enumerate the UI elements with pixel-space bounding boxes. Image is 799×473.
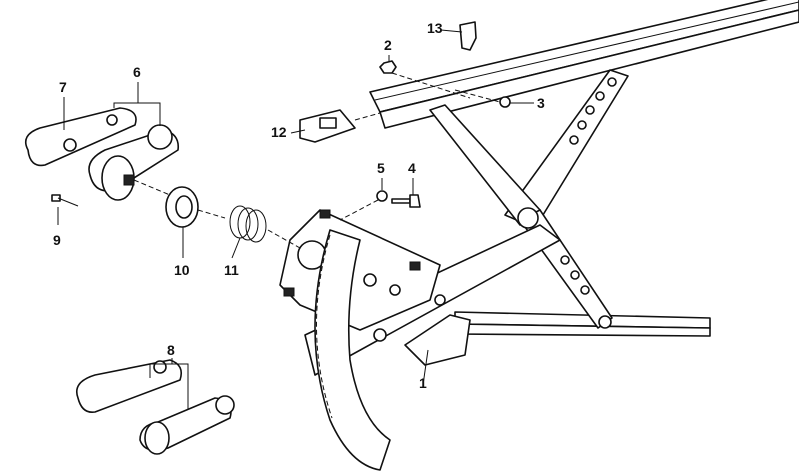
handle-8	[76, 359, 235, 455]
callout-8: 8	[167, 342, 175, 358]
callout-12: 12	[271, 124, 287, 140]
clip-13	[459, 21, 477, 51]
leader-lines	[57, 29, 534, 410]
callout-6: 6	[133, 64, 141, 80]
lower-guide-rail	[454, 311, 711, 337]
callout-1: 1	[419, 375, 427, 391]
regulator-bracket	[404, 314, 471, 366]
spring-11	[229, 205, 267, 243]
scissor-arm-lower	[517, 207, 613, 329]
callout-2: 2	[384, 37, 392, 53]
toothed-quadrant	[314, 229, 391, 471]
callout-7: 7	[59, 79, 67, 95]
nut-3	[499, 96, 511, 108]
screw-9	[51, 194, 79, 207]
callout-13: 13	[427, 20, 443, 36]
washer-5	[376, 190, 388, 202]
handle-6	[88, 124, 180, 201]
handle-7	[24, 107, 137, 167]
bolt-4	[391, 194, 421, 208]
callout-11: 11	[224, 262, 239, 278]
callout-4: 4	[408, 160, 416, 176]
escutcheon-10	[165, 186, 199, 228]
nut-2	[379, 60, 397, 74]
callout-3: 3	[537, 95, 545, 111]
clip-12	[299, 109, 356, 143]
window-rail	[369, 0, 799, 129]
callout-9: 9	[53, 232, 61, 248]
callout-10: 10	[174, 262, 190, 278]
callout-5: 5	[377, 160, 385, 176]
